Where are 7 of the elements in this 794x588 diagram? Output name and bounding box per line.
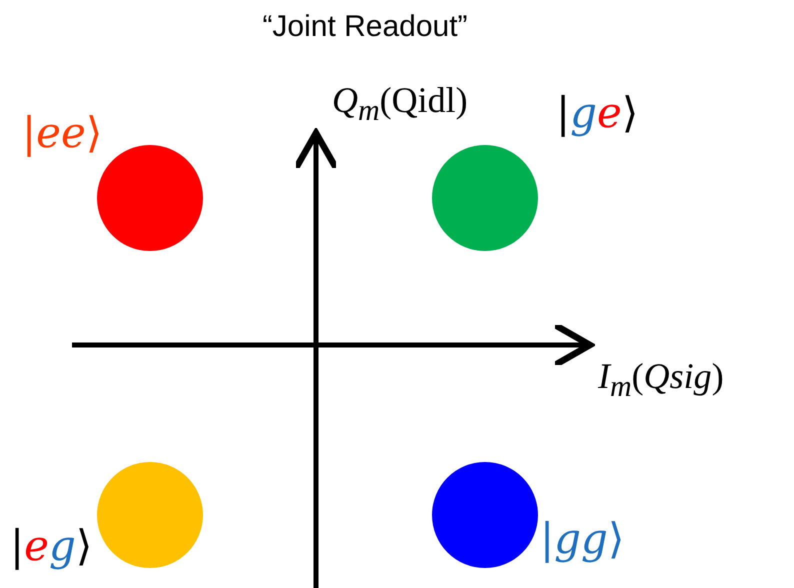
axis-label: I$_{m}$(Qsig) [598,358,724,402]
title: “Joint Readout” [261,10,469,44]
axis-label: Q$_{m}$(Qidl) [332,82,468,126]
state-circle [432,145,538,251]
state-circle [432,462,538,568]
state-circle [97,145,203,251]
state-circle [97,462,203,568]
